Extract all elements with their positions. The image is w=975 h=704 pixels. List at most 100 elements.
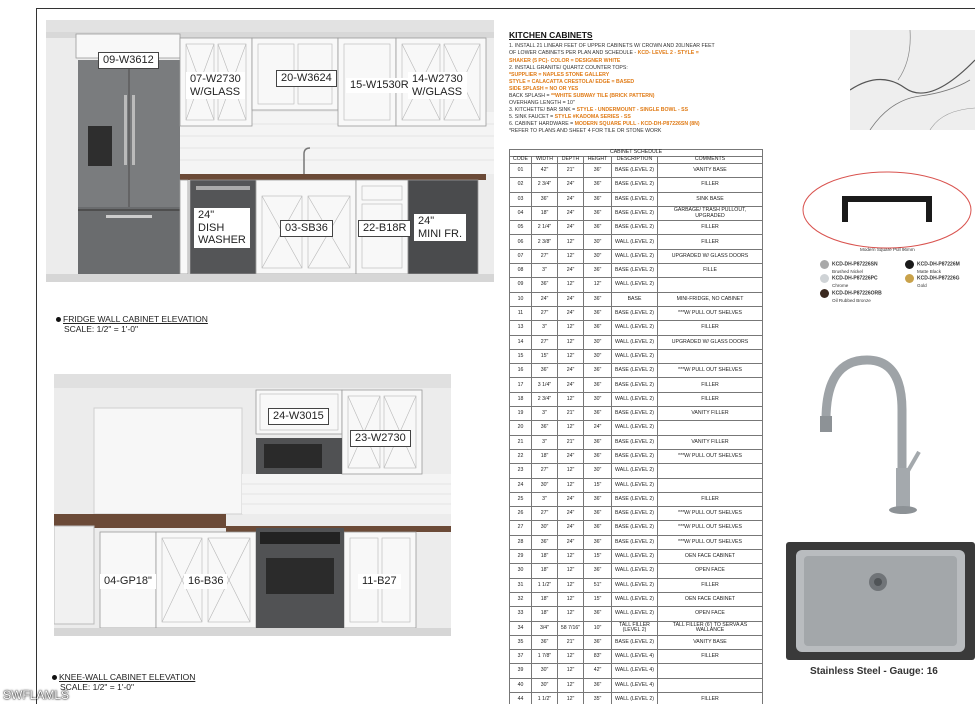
table-cell: 21 [509, 434, 532, 450]
table-cell: 12" [557, 248, 584, 265]
table-cell [657, 463, 763, 479]
table-cell: 42" [531, 162, 558, 179]
sheet-border [36, 8, 975, 704]
table-cell: 12" [557, 334, 584, 350]
table-cell: 27" [531, 305, 558, 322]
table-cell: 36" [583, 534, 612, 551]
table-cell: 25 [509, 491, 532, 508]
table-cell: TALL FILLER (LEVEL 2) [611, 620, 658, 636]
table-cell: ***W/ PULL OUT SHELVES [657, 534, 763, 551]
table-cell: 32 [509, 591, 532, 608]
hardware-finish: Brushed Nickel [832, 269, 863, 274]
fridge-wall-scale: SCALE: 1/2" = 1'-0" [64, 324, 139, 335]
table-cell: 20 [509, 420, 532, 436]
table-cell [657, 420, 763, 436]
table-cell: ***W/ PULL OUT SHELVES [657, 448, 763, 465]
table-cell: WALL (LEVEL 2) [611, 563, 658, 579]
table-cell: FILLER [657, 391, 763, 408]
table-cell: FILLER [657, 491, 763, 508]
schedule-header-cell: COMMENTS [657, 156, 763, 164]
faucet-icon [820, 355, 921, 514]
table-cell: 27" [531, 334, 558, 350]
table-cell: 18" [531, 606, 558, 622]
knee-wall-title: KNEE-WALL CABINET ELEVATION [59, 672, 196, 682]
table-cell: BASE (LEVEL 2) [611, 191, 658, 207]
table-cell: 36" [583, 305, 612, 322]
table-cell: WALL (LEVEL 2) [611, 420, 658, 436]
fridge-wall-elevation-image: 09-W3612 07-W2730 W/GLASS 20-W3624 15-W1… [46, 20, 494, 282]
tag-11-b27: 11-B27 [358, 574, 401, 589]
table-cell: 36" [531, 191, 558, 207]
table-cell: FILLER [657, 691, 763, 704]
table-cell: WALL (LEVEL 2) [611, 691, 658, 704]
table-cell: 26 [509, 506, 532, 522]
table-cell: 35" [583, 691, 612, 704]
note-2d-text: BACK SPLASH = [509, 92, 550, 99]
table-cell: 2 3/8" [531, 234, 558, 250]
table-cell: FILLER [657, 577, 763, 593]
table-cell: WALL (LEVEL 2) [611, 320, 658, 336]
schedule-header-cell: WIDTH [531, 156, 558, 164]
table-cell: 24" [557, 448, 584, 465]
finish-swatch-icon [820, 288, 829, 298]
table-cell: 36" [583, 191, 612, 207]
table-cell: 18" [531, 448, 558, 465]
table-cell: 2 3/4" [531, 391, 558, 408]
table-cell: 30" [583, 391, 612, 408]
table-cell: SINK BASE [657, 191, 763, 207]
table-cell: 30" [531, 663, 558, 679]
table-cell: 10" [583, 620, 612, 636]
note-1c-text: KCD- LEVEL 2 - STYLE = [637, 50, 699, 57]
table-cell: 36" [583, 263, 612, 279]
table-cell: BASE (LEVEL 2) [611, 220, 658, 236]
tag-14-w2730-line2: W/GLASS [412, 85, 463, 98]
bullet-dot [52, 675, 57, 681]
tag-24-w3015: 24-W3015 [268, 408, 329, 425]
table-cell: 12" [557, 591, 584, 608]
table-cell: 28 [509, 534, 532, 551]
table-cell: 24" [557, 377, 584, 393]
table-cell: 27" [531, 463, 558, 479]
table-cell: 12" [583, 277, 612, 293]
marble-texture [849, 29, 975, 131]
tag-04-gp18: 04-GP18" [100, 574, 156, 589]
tag-03-sb36: 03-SB36 [280, 220, 333, 237]
table-cell: WALL (LEVEL 2) [611, 234, 658, 250]
table-cell: 24" [557, 205, 584, 222]
table-cell: 30" [583, 334, 612, 350]
table-cell: 24" [557, 506, 584, 522]
note-5: 6. CABINET HARDWARE = MODERN SQUARE PULL… [509, 121, 774, 128]
hardware-finish: Gold [917, 283, 927, 289]
table-cell: 15" [583, 549, 612, 565]
table-cell: 01 [509, 162, 532, 179]
pull-caption: Modern Square Pull 96mm [860, 247, 915, 252]
table-cell: 24" [557, 305, 584, 322]
tag-dishwasher-line1: 24" [198, 209, 215, 221]
table-cell: 19 [509, 406, 532, 422]
table-cell: 16 [509, 363, 532, 379]
table-cell: BASE [611, 291, 658, 307]
table-cell: 06 [509, 234, 532, 250]
countertop-stone-image [849, 29, 975, 131]
table-cell: WALL (LEVEL 2) [611, 463, 658, 479]
table-cell: 24" [557, 363, 584, 379]
table-cell: BASE (LEVEL 2) [611, 534, 658, 551]
table-cell: 15" [531, 348, 558, 365]
table-cell: 3" [531, 406, 558, 422]
table-cell: WALL (LEVEL 2) [611, 577, 658, 593]
table-cell: FILLER [657, 220, 763, 236]
table-cell: OPEN FACE [657, 563, 763, 579]
table-cell: 36" [583, 406, 612, 422]
